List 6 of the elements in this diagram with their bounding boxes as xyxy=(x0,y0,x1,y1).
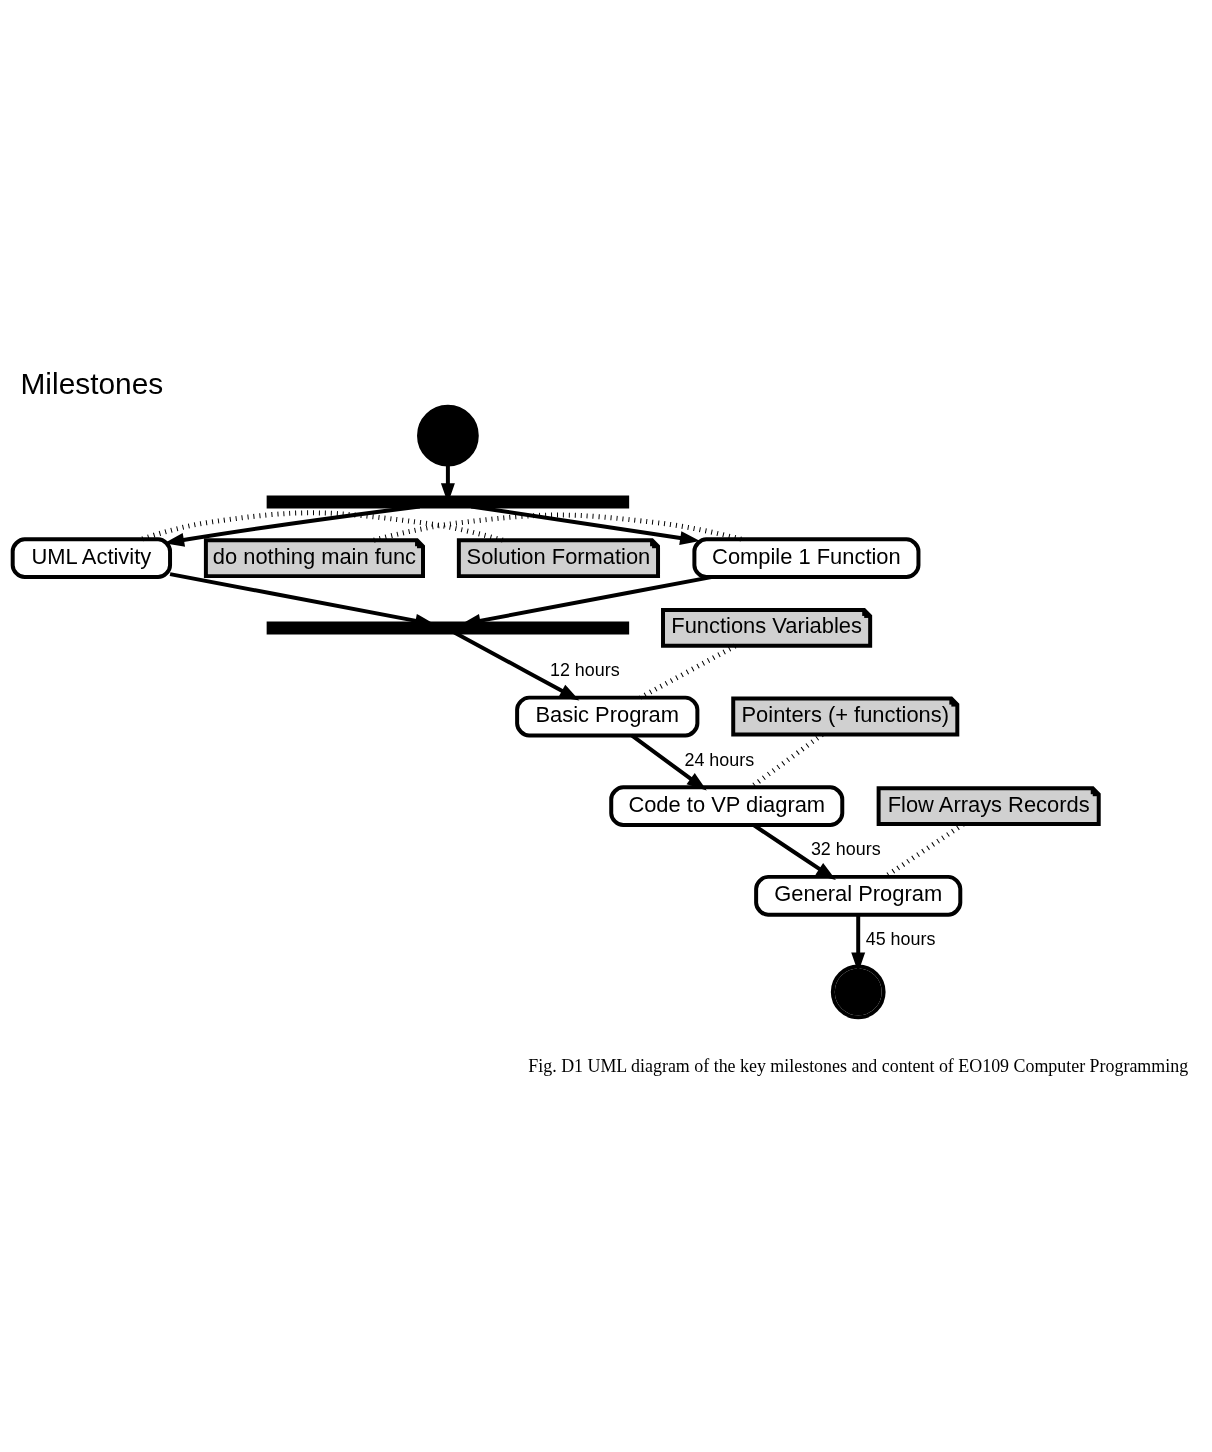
edge-label: 32 hours xyxy=(810,839,881,860)
edge-label: 12 hours xyxy=(549,660,620,681)
caption: Fig. D1 UML diagram of the key milestones and content of EO109 Computer Programming xyxy=(528,1056,1189,1077)
diagram-title: Milestones xyxy=(20,366,164,400)
edge-label: 24 hours xyxy=(684,749,755,770)
edge-label: 45 hours xyxy=(865,929,936,949)
